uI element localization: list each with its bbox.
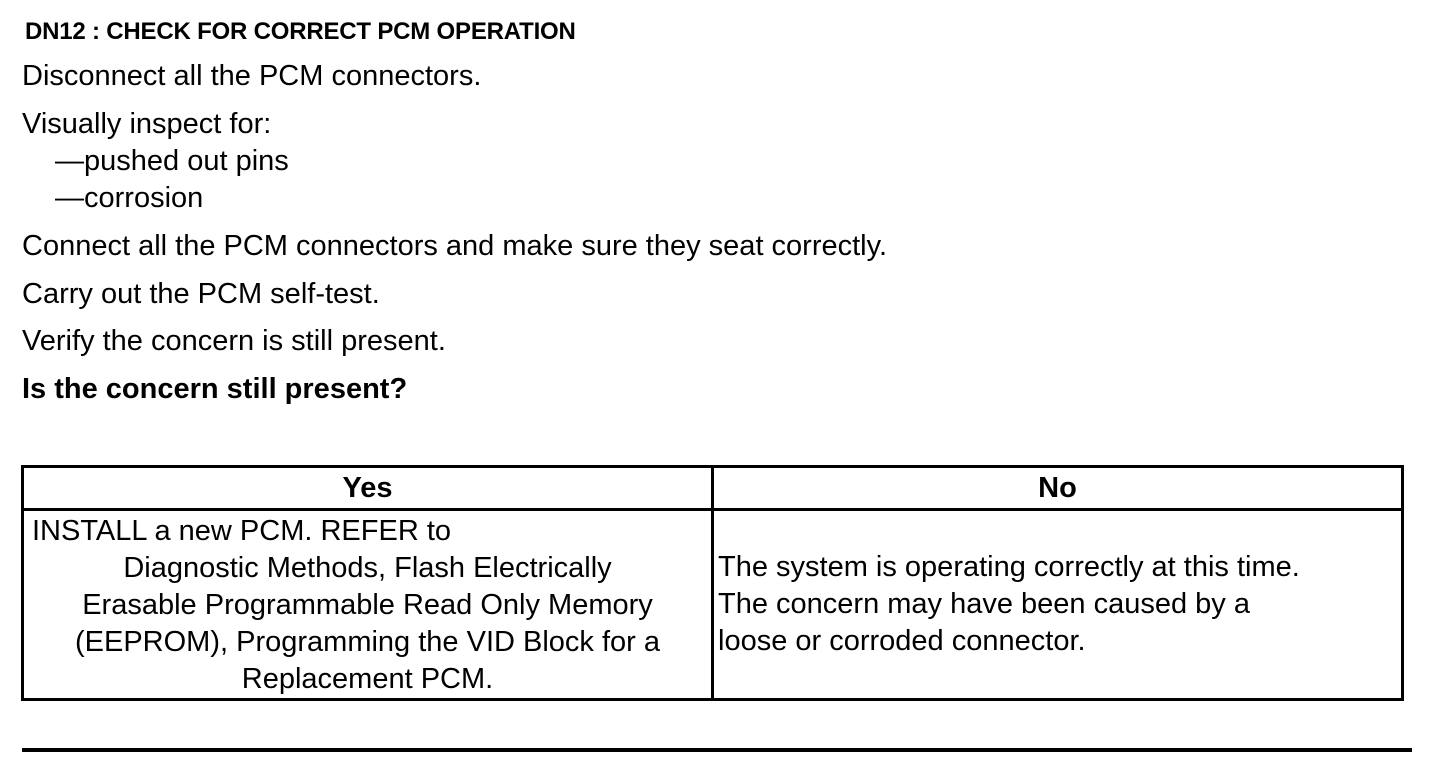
bottom-divider <box>22 748 1412 752</box>
no-action-line: The system is operating correctly at thi… <box>718 551 1300 583</box>
yes-action-cell: INSTALL a new PCM. REFER to Diagnostic M… <box>21 508 714 701</box>
header-yes: Yes <box>21 465 714 511</box>
result-table: Yes No INSTALL a new PCM. REFER to Diagn… <box>21 465 1404 701</box>
step-title: DN12 : CHECK FOR CORRECT PCM OPERATION <box>25 18 576 45</box>
step-question: Is the concern still present? <box>22 373 408 405</box>
yes-action-line: Erasable Programmable Read Only Memory <box>82 589 653 621</box>
no-action-line: The concern may have been caused by a <box>718 588 1250 620</box>
no-action-cell: The system is operating correctly at thi… <box>711 508 1404 701</box>
inspect-item-pushed-out-pins: —pushed out pins <box>55 145 289 177</box>
table-header-row: Yes No <box>21 465 1404 511</box>
instruction-self-test: Carry out the PCM self-test. <box>22 278 380 310</box>
yes-action-line: Replacement PCM. <box>241 663 494 695</box>
table-row: INSTALL a new PCM. REFER to Diagnostic M… <box>21 508 1404 701</box>
yes-action-line: INSTALL a new PCM. REFER to <box>32 515 452 547</box>
instruction-connect: Connect all the PCM connectors and make … <box>22 230 888 262</box>
inspect-item-corrosion: —corrosion <box>55 182 204 214</box>
header-no: No <box>711 465 1404 511</box>
no-action-line: loose or corroded connector. <box>718 625 1086 657</box>
instruction-verify: Verify the concern is still present. <box>22 325 446 357</box>
instruction-visual-inspect: Visually inspect for: <box>22 108 272 140</box>
yes-action-line: (EEPROM), Programming the VID Block for … <box>75 626 660 658</box>
instruction-disconnect: Disconnect all the PCM connectors. <box>22 60 482 92</box>
yes-action-line: Diagnostic Methods, Flash Electrically <box>123 552 612 584</box>
